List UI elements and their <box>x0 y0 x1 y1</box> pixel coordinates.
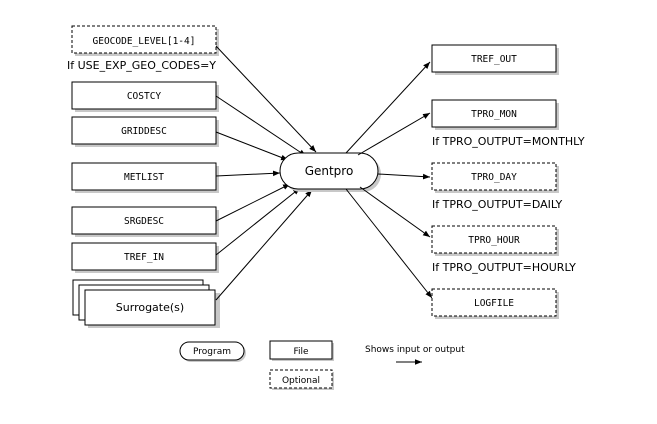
legend: Program File Optional Shows input or out… <box>179 340 465 390</box>
input-srgdesc: SRGDESC <box>71 206 219 237</box>
output-tpro-mon: TPRO_MON <box>431 99 559 130</box>
input-griddesc-label: GRIDDESC <box>121 126 167 137</box>
input-srgdesc-label: SRGDESC <box>124 216 164 227</box>
arrow-gentpro-to-tref-out <box>345 61 431 154</box>
input-costcy: COSTCY <box>71 81 219 112</box>
output-tpro-day: TPRO_DAY <box>431 162 559 193</box>
output-tref-out: TREF_OUT <box>431 44 559 75</box>
arrow-griddesc-to-gentpro <box>215 131 289 161</box>
arrow-gentpro-to-tpro-hour <box>359 186 431 238</box>
input-tref-in: TREF_IN <box>71 242 219 273</box>
output-tpro-hour-label: TPRO_HOUR <box>468 235 520 246</box>
input-metlist-label: METLIST <box>124 172 164 183</box>
input-costcy-label: COSTCY <box>127 91 162 102</box>
arrow-gentpro-to-logfile <box>345 188 433 299</box>
legend-program-label: Program <box>193 347 231 357</box>
input-surrogates: Surrogate(s) <box>72 279 220 328</box>
output-logfile: LOGFILE <box>431 288 559 319</box>
output-arrows <box>345 61 433 299</box>
legend-file-label: File <box>293 347 309 357</box>
input-arrows <box>215 45 317 301</box>
output-tpro-mon-condition: If TPRO_OUTPUT=MONTHLY <box>432 135 585 148</box>
arrow-gentpro-to-tpro-day <box>377 173 431 180</box>
legend-program: Program <box>179 341 246 362</box>
input-geocode-level-label: GEOCODE_LEVEL[1-4] <box>93 36 196 47</box>
output-tpro-hour: TPRO_HOUR <box>431 225 559 256</box>
output-tpro-day-label: TPRO_DAY <box>471 172 517 183</box>
legend-optional: Optional <box>269 369 334 390</box>
arrow-tref-in-to-gentpro <box>215 187 301 256</box>
legend-arrow-label: Shows input or output <box>365 345 465 355</box>
output-tpro-hour-condition: If TPRO_OUTPUT=HOURLY <box>432 261 576 274</box>
output-logfile-label: LOGFILE <box>474 298 514 309</box>
output-tref-out-label: TREF_OUT <box>471 54 517 65</box>
program-gentpro-label: Gentpro <box>305 164 354 178</box>
program-gentpro: Gentpro <box>279 152 381 192</box>
output-tpro-mon-label: TPRO_MON <box>471 109 517 120</box>
arrow-metlist-to-gentpro <box>215 170 281 177</box>
input-griddesc: GRIDDESC <box>71 116 219 147</box>
output-tpro-day-condition: If TPRO_OUTPUT=DAILY <box>432 198 563 211</box>
arrow-costcy-to-gentpro <box>215 95 307 157</box>
arrow-surrogates-to-gentpro <box>215 189 313 301</box>
arrow-geocode-to-gentpro <box>215 45 317 153</box>
legend-file: File <box>269 340 334 361</box>
input-geocode-level-condition: If USE_EXP_GEO_CODES=Y <box>67 59 216 72</box>
arrow-gentpro-to-tpro-mon <box>357 112 431 156</box>
input-tref-in-label: TREF_IN <box>124 252 164 263</box>
input-surrogates-label: Surrogate(s) <box>116 301 184 314</box>
input-metlist: METLIST <box>71 162 219 193</box>
input-geocode-level: GEOCODE_LEVEL[1-4] <box>71 25 219 56</box>
legend-optional-label: Optional <box>282 376 320 386</box>
arrow-srgdesc-to-gentpro <box>215 183 291 222</box>
